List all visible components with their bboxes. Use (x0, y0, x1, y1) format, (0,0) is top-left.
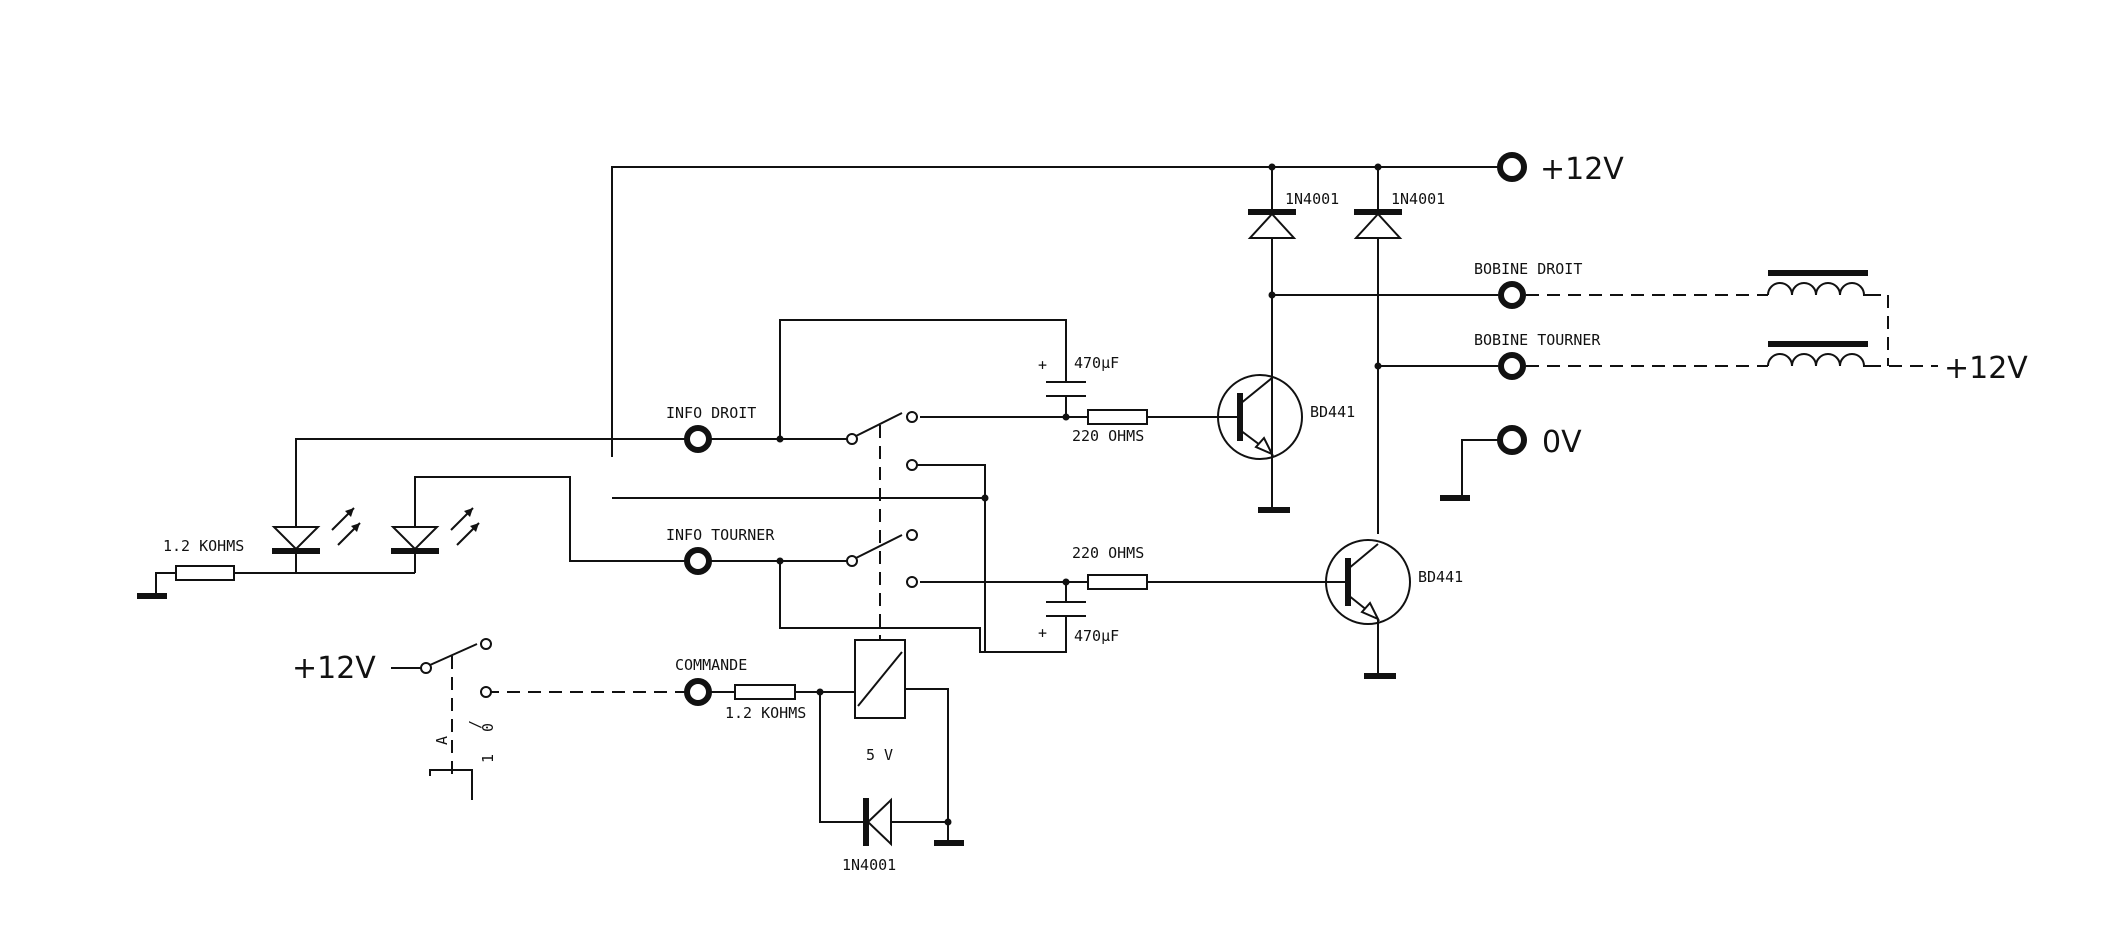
label-r12k-led: 1.2 KOHMS (163, 537, 244, 555)
switch-label-slash: / (466, 720, 484, 729)
label-diode-left: 1N4001 (1285, 190, 1339, 208)
manual-switch: +12V A / 0 1 (292, 638, 497, 800)
label-relay-5v: 5 V (866, 746, 893, 764)
commande-input: COMMANDE 1.2 KOHMS (486, 656, 855, 722)
terminal-bobine-droit[interactable] (1498, 281, 1526, 309)
terminal-bobine-tourner[interactable] (1498, 352, 1526, 380)
info-tourner: INFO TOURNER (414, 476, 775, 575)
label-r12k-cmd: 1.2 KOHMS (725, 704, 806, 722)
resistor-220-top (1087, 409, 1148, 425)
rc-network-bottom: + 470μF 220 OHMS (779, 544, 1148, 653)
label-bobine-droit: BOBINE DROIT (1474, 260, 1582, 278)
label-12v-top: +12V (1540, 152, 1624, 187)
label-bd441-bottom: BD441 (1418, 568, 1463, 586)
resistor-1k2-commande (734, 684, 796, 700)
label-cap-top: 470μF (1074, 354, 1119, 372)
switch-label-1: 1 (479, 754, 497, 763)
relay-coil: 5 V (854, 639, 964, 846)
label-12v-right: +12V (1944, 351, 2028, 386)
resistor-220-bottom (1087, 574, 1148, 590)
rc-network-top: + 470μF 220 OHMS (779, 319, 1148, 445)
label-info-droit: INFO DROIT (666, 404, 756, 422)
terminal-12v-top[interactable] (1497, 152, 1527, 182)
label-info-tourner: INFO TOURNER (666, 526, 775, 544)
label-r220-top: 220 OHMS (1072, 427, 1144, 445)
terminal-info-droit[interactable] (684, 425, 712, 453)
zero-volt-terminal: 0V (1440, 425, 1582, 501)
resistor-1k2-led (175, 565, 235, 581)
transistor-bd441-top: BD441 (1147, 374, 1355, 513)
switch-label-a: A (433, 736, 451, 745)
label-0v: 0V (1542, 425, 1582, 460)
label-bd441-top: BD441 (1310, 403, 1355, 421)
terminal-info-tourner[interactable] (684, 547, 712, 575)
info-droit: INFO DROIT (295, 404, 756, 527)
bobine-tourner-output: BOBINE TOURNER +12V (1374, 331, 2028, 386)
led-pair: 1.2 KOHMS (137, 507, 480, 599)
diode-1n4001-right: 1N4001 (1353, 163, 1445, 534)
label-commande: COMMANDE (675, 656, 747, 674)
label-12v-left: +12V (292, 651, 376, 686)
terminal-commande[interactable] (684, 678, 712, 706)
cap-plus-top: + (1038, 356, 1047, 374)
bobine-droit-output: BOBINE DROIT (1268, 260, 1889, 366)
transistor-bd441-bottom: BD441 (1147, 539, 1463, 679)
relay-switch (612, 411, 989, 652)
cap-plus-bottom: + (1038, 624, 1047, 642)
terminal-0v[interactable] (1497, 425, 1527, 455)
label-diode-right: 1N4001 (1391, 190, 1445, 208)
label-r220-bottom: 220 OHMS (1072, 544, 1144, 562)
label-cap-bottom: 470μF (1074, 627, 1119, 645)
switch-label-0: 0 (479, 723, 497, 732)
diode-1n4001-relay: 1N4001 (816, 688, 948, 874)
label-bobine-tourner: BOBINE TOURNER (1474, 331, 1601, 349)
diode-1n4001-left: 1N4001 (1247, 167, 1339, 488)
label-diode-relay: 1N4001 (842, 856, 896, 874)
supply-rail-top: +12V (611, 152, 1624, 457)
